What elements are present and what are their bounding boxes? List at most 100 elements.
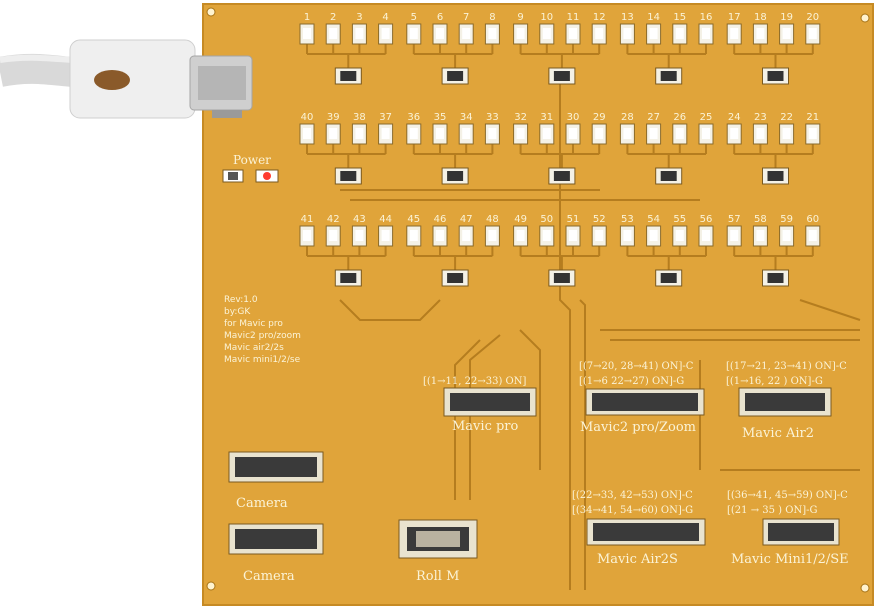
led-number: 5 [411,12,417,23]
led-cell: 42 [325,214,341,247]
led-cell: 13 [619,12,635,45]
led-cell: 22 [779,112,795,145]
mavic-pro-note: [(1→11, 22→33) ON] [423,376,526,387]
ic-chip [441,269,469,287]
mavic-mini-note-c: [(36→41, 45→59) ON]-C [727,490,848,501]
led-cell: 50 [539,214,555,247]
led-number: 59 [780,214,793,225]
led-number: 42 [327,214,340,225]
ic-chip [762,269,789,287]
led-number: 36 [407,112,420,123]
led-number: 15 [673,12,686,23]
led-cell: 1 [299,12,315,45]
led-number: 8 [489,12,495,23]
mavic-air2-note-c: [(17→21, 23→41) ON]-C [726,361,847,372]
ic-chip [441,167,469,185]
mavic-pro-label: Mavic pro [452,419,519,434]
connector-mavic-mini: [(36→41, 45→59) ON]-C [(21 → 35 ) ON]-G … [727,490,849,567]
led-number: 52 [593,214,606,225]
ic-chip [441,67,469,85]
connector-camera-2: Camera [228,523,324,584]
led-number: 20 [806,12,819,23]
led-cell: 41 [299,214,315,247]
led-cell: 57 [726,214,742,247]
mounting-hole [860,583,870,593]
led-number: 23 [754,112,767,123]
led-number: 43 [353,214,366,225]
led-cell: 37 [378,112,394,145]
usb-cable [0,39,253,119]
ic-chip [334,167,362,185]
led-cell: 29 [591,112,607,145]
led-number: 56 [700,214,713,225]
led-number: 58 [754,214,767,225]
led-number: 29 [593,112,606,123]
led-number: 16 [700,12,713,23]
mavic-air2s-note-c: [(22→33, 42→53) ON]-C [572,490,693,501]
led-cell: 58 [752,214,768,247]
led-cell: 17 [726,12,742,45]
mavic2-note-g: [(1→6 22→27) ON]-G [579,376,684,387]
led-cell: 8 [484,12,500,45]
led-number: 60 [806,214,819,225]
led-number: 45 [407,214,420,225]
info-line: Rev:1.0 [224,295,258,305]
led-number: 28 [621,112,634,123]
led-cell: 7 [458,12,474,45]
led-cell: 48 [484,214,500,247]
mounting-hole [206,7,216,17]
led-cell: 24 [726,112,742,145]
led-number: 21 [806,112,819,123]
led-cell: 15 [672,12,688,45]
led-cell: 59 [779,214,795,247]
led-cell: 14 [646,12,662,45]
led-number: 22 [780,112,793,123]
led-number: 14 [647,12,660,23]
mavic-air2-label: Mavic Air2 [742,426,814,441]
led-number: 48 [486,214,499,225]
ic-chip [762,67,789,85]
led-cell: 49 [513,214,529,247]
camera-2-label: Camera [243,569,295,584]
led-number: 37 [379,112,392,123]
ic-chip [334,67,362,85]
led-number: 3 [356,12,362,23]
led-number: 9 [517,12,523,23]
connector-mavic-air2s: [(22→33, 42→53) ON]-C [(34→41, 54→60) ON… [572,490,706,567]
led-cell: 39 [325,112,341,145]
led-cell: 12 [591,12,607,45]
led-cell: 3 [351,12,367,45]
led-number: 25 [700,112,713,123]
led-cell: 54 [646,214,662,247]
led-cell: 36 [406,112,422,145]
power-label: Power [233,153,271,167]
ic-chip [334,269,362,287]
led-number: 54 [647,214,660,225]
mavic-air2s-label: Mavic Air2S [597,552,678,567]
led-number: 17 [728,12,741,23]
info-line: Mavic air2/2s [224,343,284,353]
led-cell: 21 [805,112,821,145]
power-indicator: Power [222,153,279,183]
led-number: 11 [567,12,580,23]
led-number: 55 [673,214,686,225]
led-cell: 45 [406,214,422,247]
led-number: 30 [567,112,580,123]
led-cell: 60 [805,214,821,247]
led-number: 44 [379,214,392,225]
connector-mavic2: [(7→20, 28→41) ON]-C [(1→6 22→27) ON]-G … [579,361,705,435]
ic-chip [655,269,683,287]
led-number: 12 [593,12,606,23]
led-number: 1 [304,12,310,23]
led-number: 13 [621,12,634,23]
ic-chip [548,67,576,85]
mavic-air2s-note-g: [(34→41, 54→60) ON]-G [572,505,693,516]
led-cell: 6 [432,12,448,45]
led-number: 53 [621,214,634,225]
led-cell: 55 [672,214,688,247]
led-number: 4 [382,12,388,23]
pcb-board [202,3,874,606]
info-line: by:GK [224,307,251,317]
led-cell: 38 [351,112,367,145]
